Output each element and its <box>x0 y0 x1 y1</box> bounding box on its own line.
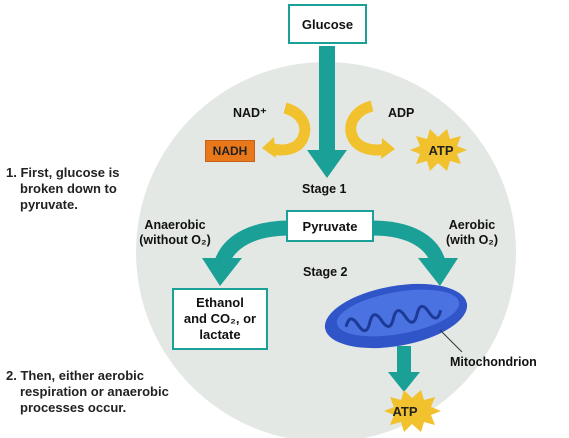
aerobic-branch-arrow <box>371 220 446 265</box>
pyruvate-label: Pyruvate <box>302 218 358 234</box>
nadh-badge: NADH <box>205 140 255 162</box>
nadh-label: NADH <box>212 144 248 158</box>
step2-line-2: respiration or anaerobic <box>20 384 169 399</box>
step2-note: 2. Then, either aerobic respiration or a… <box>6 368 169 416</box>
end-product-line-1: Ethanol <box>196 295 244 310</box>
anaerobic-arrow-head <box>202 258 242 286</box>
step1-line-2: broken down to <box>20 181 117 196</box>
nad-curved-arrow <box>268 102 311 156</box>
anaerobic-line-2: (without O₂) <box>139 233 211 247</box>
atp-top-starburst <box>410 129 467 171</box>
nad-label: NAD⁺ <box>233 106 267 120</box>
aerobic-label: Aerobic (with O₂) <box>432 218 512 248</box>
step1-line-1: 1. First, glucose is <box>6 165 120 180</box>
aerobic-line-2: (with O₂) <box>445 233 499 247</box>
adp-curved-arrow <box>345 100 388 156</box>
glucose-box: Glucose <box>288 4 367 44</box>
anaerobic-line-1: Anaerobic <box>144 218 206 232</box>
mitochondrion-icon <box>324 283 468 349</box>
adp-arrow-head <box>381 138 395 159</box>
nad-arrow-head <box>262 137 276 158</box>
atp-bottom-label: ATP <box>380 401 430 421</box>
atp-top-text: ATP <box>428 142 454 158</box>
stage1-label: Stage 1 <box>302 182 347 196</box>
aerobic-line-1: Aerobic <box>448 218 496 232</box>
mito-atp-arrow-head <box>388 372 420 392</box>
glucose-label: Glucose <box>301 16 354 32</box>
end-product-line-3: lactate <box>199 327 241 342</box>
anaerobic-label: Anaerobic (without O₂) <box>130 218 220 248</box>
end-product-line-2: and CO₂, or <box>183 311 257 326</box>
atp-top-label: ATP <box>416 140 466 160</box>
anaerobic-branch-arrow <box>214 220 291 266</box>
mitochondrion-label: Mitochondrion <box>450 355 537 369</box>
atp-bottom-text: ATP <box>392 403 418 419</box>
adp-label: ADP <box>388 106 415 120</box>
pyruvate-box: Pyruvate <box>286 210 374 242</box>
stage1-arrow-shaft <box>319 46 335 154</box>
step1-note: 1. First, glucose is broken down to pyru… <box>6 165 119 213</box>
mito-atp-arrow-shaft <box>397 346 411 374</box>
step2-line-3: processes occur. <box>20 400 127 415</box>
mitochondrion-leader-line <box>439 329 463 353</box>
step2-line-1: 2. Then, either aerobic <box>6 368 144 383</box>
stage1-arrow-head <box>307 150 347 178</box>
atp-bottom-starburst <box>384 390 441 432</box>
step1-line-3: pyruvate. <box>20 197 78 212</box>
end-products-box: Ethanol and CO₂, or lactate <box>172 288 268 350</box>
aerobic-arrow-head <box>418 258 458 286</box>
stage2-label: Stage 2 <box>303 265 348 279</box>
